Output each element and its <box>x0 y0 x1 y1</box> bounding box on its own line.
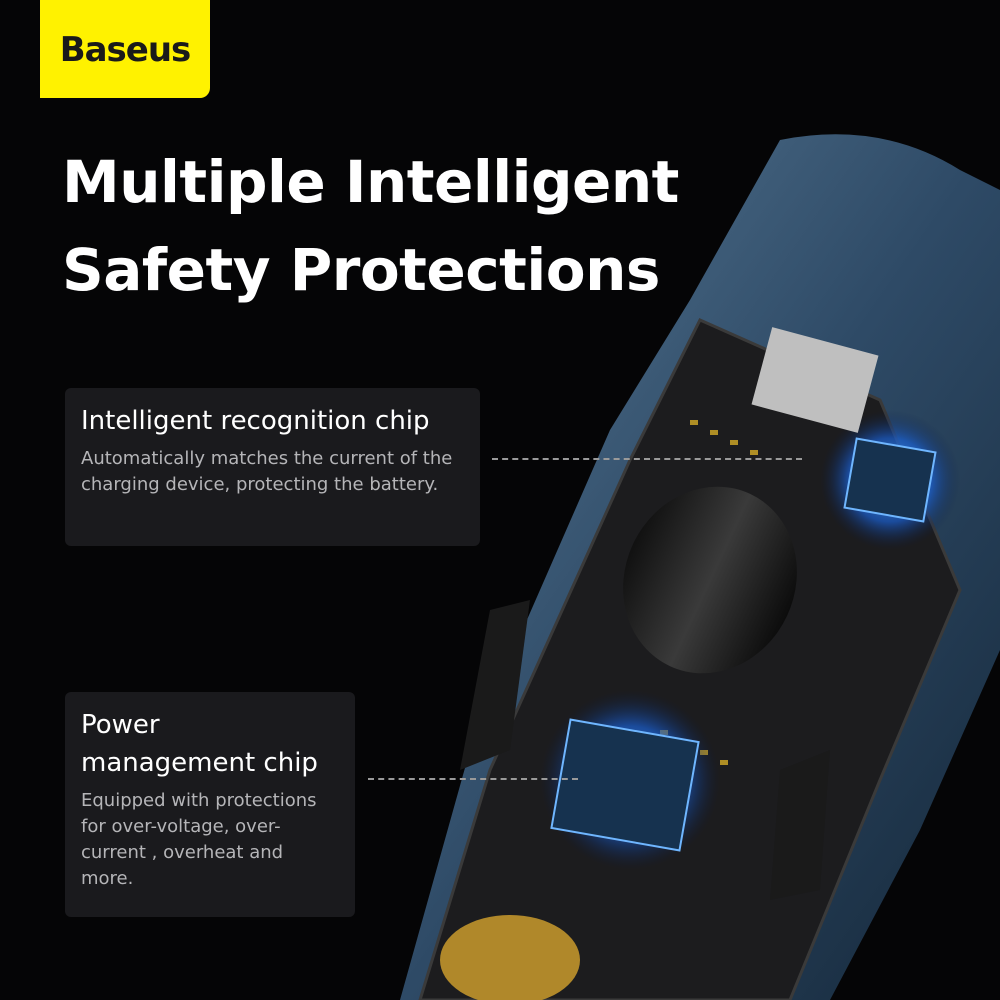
feature-description: Automatically matches the current of the… <box>81 448 453 495</box>
callout-line-2 <box>368 778 578 780</box>
feature-title: Power management chip <box>81 710 318 778</box>
headline-line-2: Safety Protections <box>62 236 660 304</box>
feature-card-power-chip: Power management chip Equipped with prot… <box>65 692 355 917</box>
feature-description: Equipped with protections for over-volta… <box>81 790 317 889</box>
feature-title: Intelligent recognition chip <box>81 406 430 436</box>
baseus-logo: Baseus <box>40 0 210 98</box>
callout-line-1 <box>492 458 802 460</box>
logo-text: Baseus <box>59 30 192 70</box>
car-charger-illustration <box>400 134 1000 1000</box>
headline-line-1: Multiple Intelligent <box>62 148 679 216</box>
feature-card-recognition-chip: Intelligent recognition chip Automatical… <box>65 388 480 546</box>
page-headline: Multiple Intelligent Safety Protections <box>62 138 679 314</box>
